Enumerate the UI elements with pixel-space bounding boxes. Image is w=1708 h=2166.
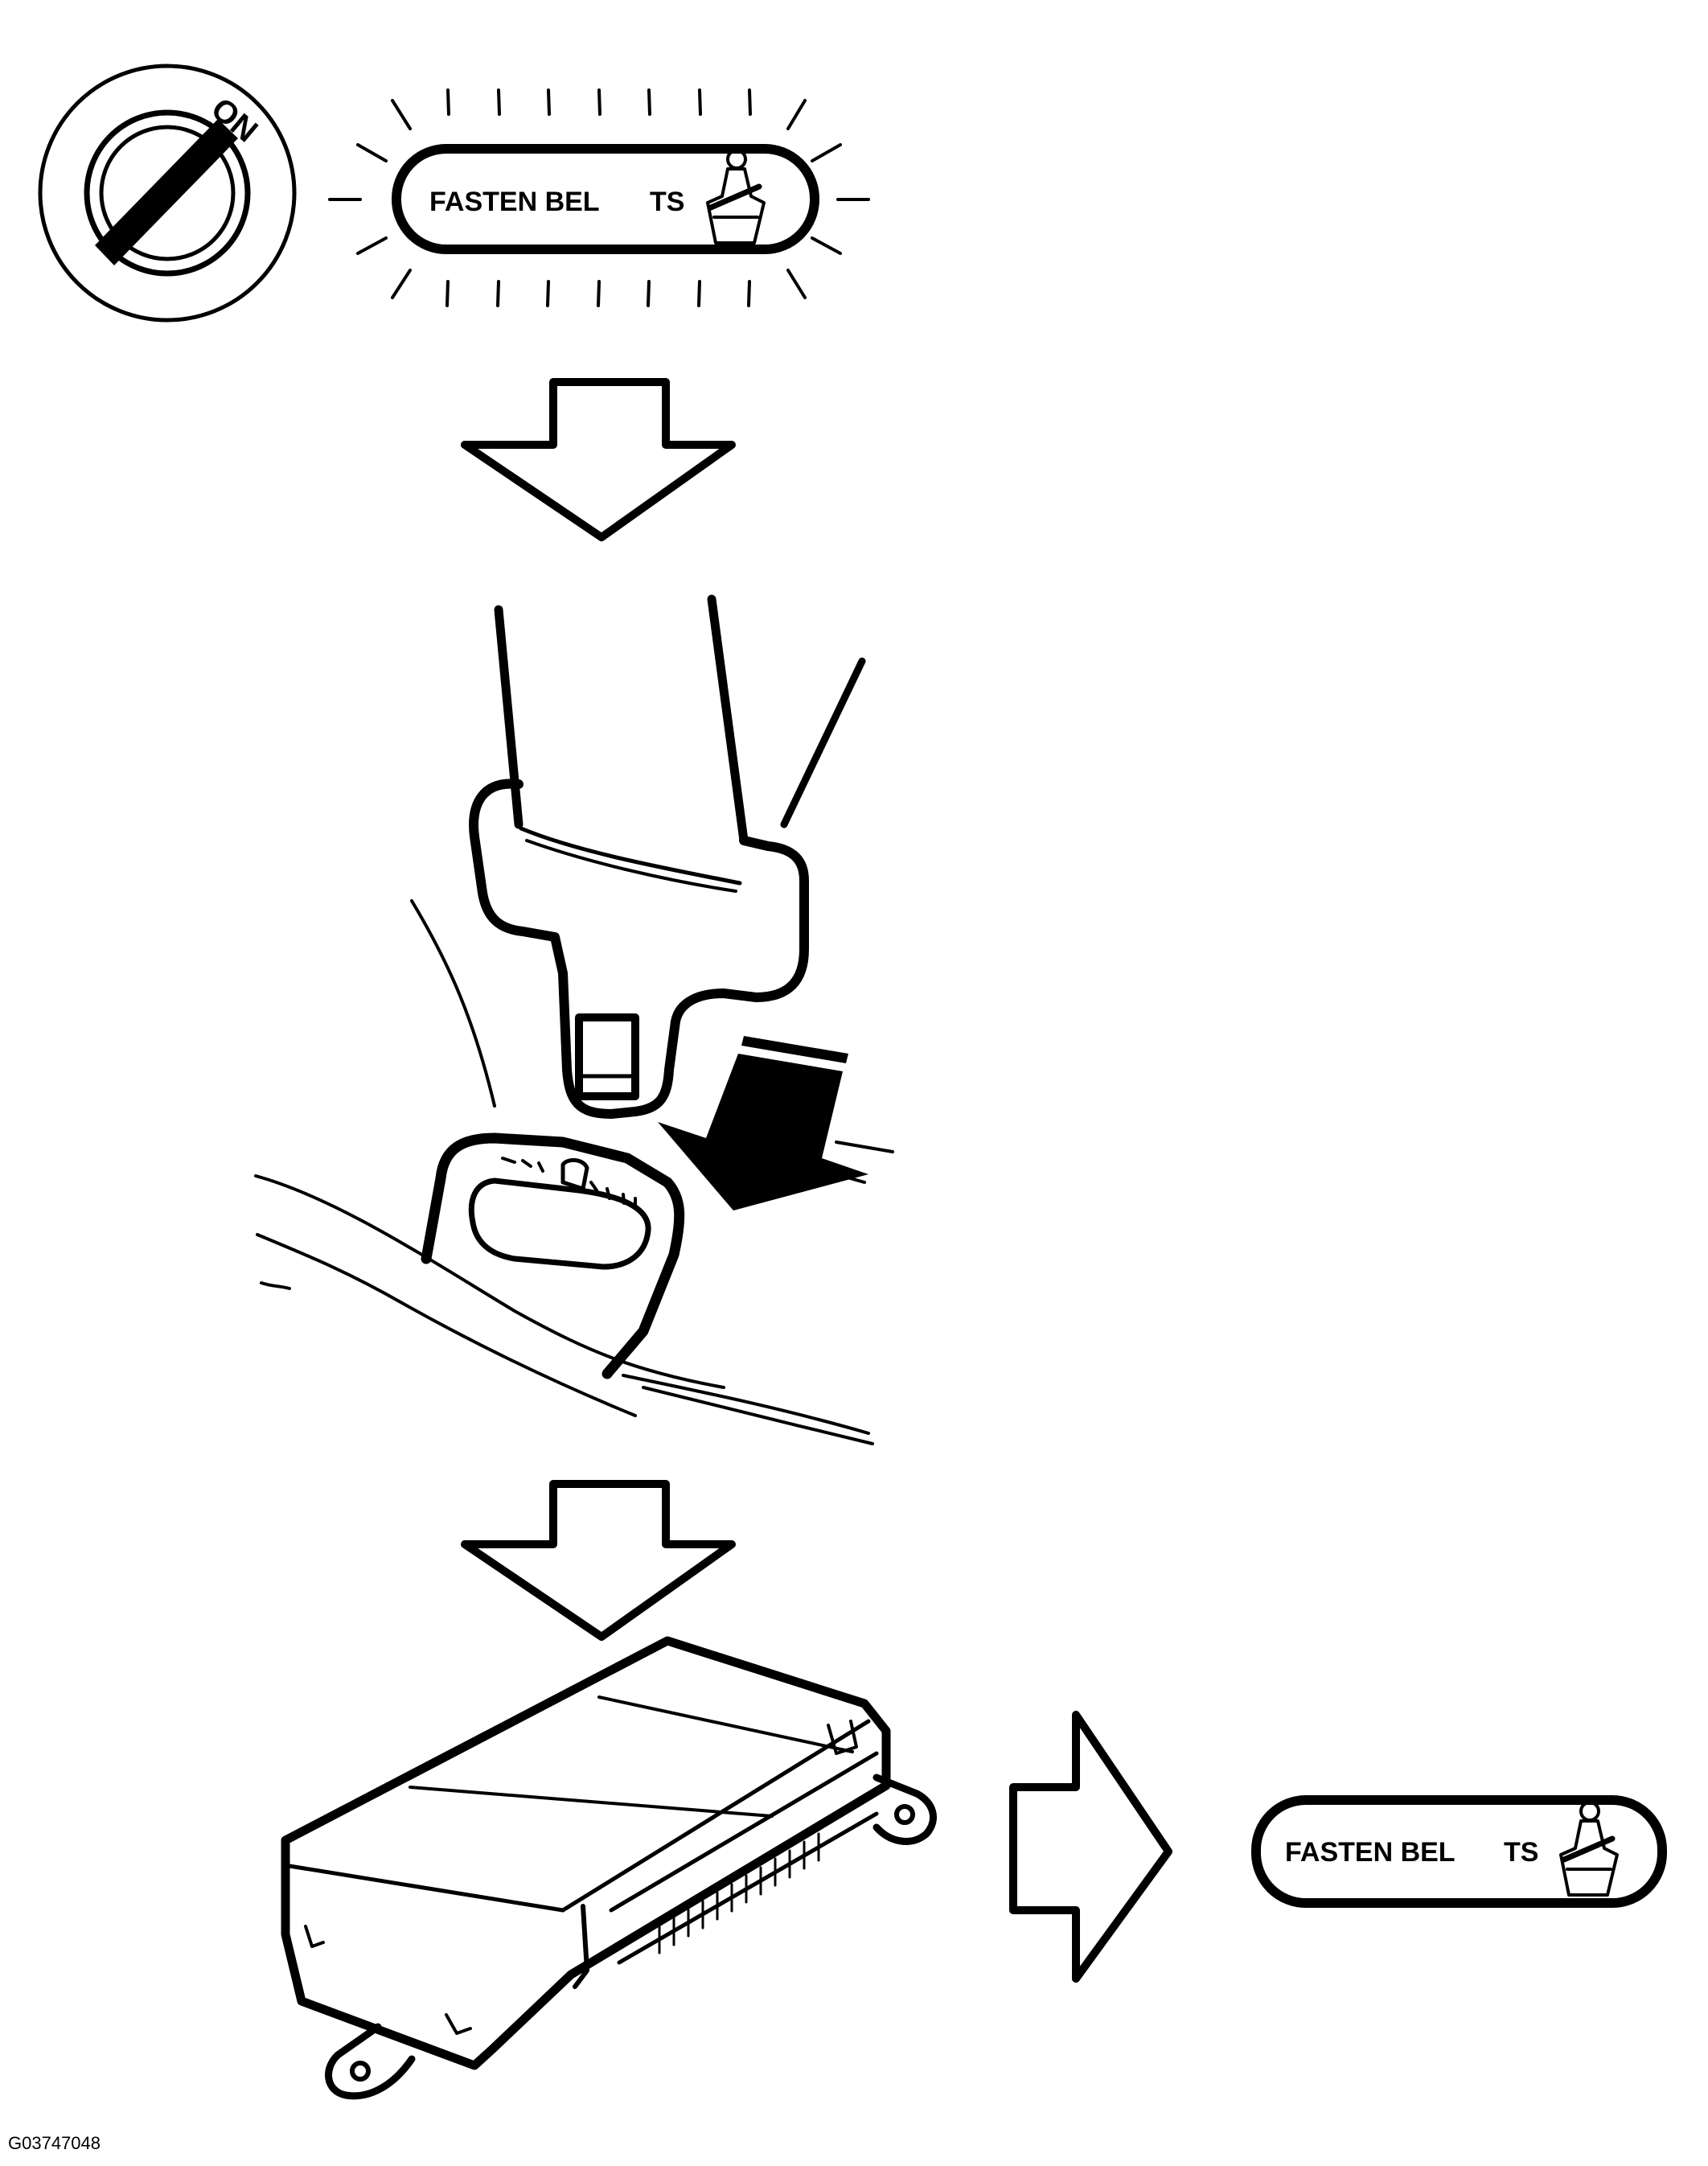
- ignition-switch: ON: [38, 64, 297, 323]
- down-arrow-2: [461, 1480, 736, 1641]
- down-arrow-1: [461, 378, 736, 541]
- result-lamp-text-suffix: TS: [1504, 1837, 1538, 1868]
- seat-belt-buckle: [254, 594, 894, 1445]
- result-seatbelt-person-icon: [1559, 1801, 1619, 1897]
- warning-lamp-off: FASTEN BEL TS: [1251, 1795, 1667, 1908]
- insert-arrow: [658, 1036, 894, 1210]
- lamp-text-main: FASTEN BEL: [429, 187, 600, 217]
- right-arrow: [1009, 1711, 1172, 1983]
- ignition-key-slot: [95, 119, 238, 265]
- connector-pins: [658, 1832, 820, 1954]
- buckle-teeth: [501, 1157, 637, 1210]
- seatbelt-person-icon: [706, 149, 766, 245]
- light-rays: [328, 88, 870, 307]
- warning-lamp-lit: FASTEN BEL TS: [328, 88, 870, 307]
- result-lamp-text-main: FASTEN BEL: [1285, 1837, 1455, 1868]
- figure-id: G03747048: [8, 2133, 101, 2153]
- seatbelt-ecu-module: [281, 1636, 937, 2100]
- lamp-text-suffix: TS: [650, 187, 684, 217]
